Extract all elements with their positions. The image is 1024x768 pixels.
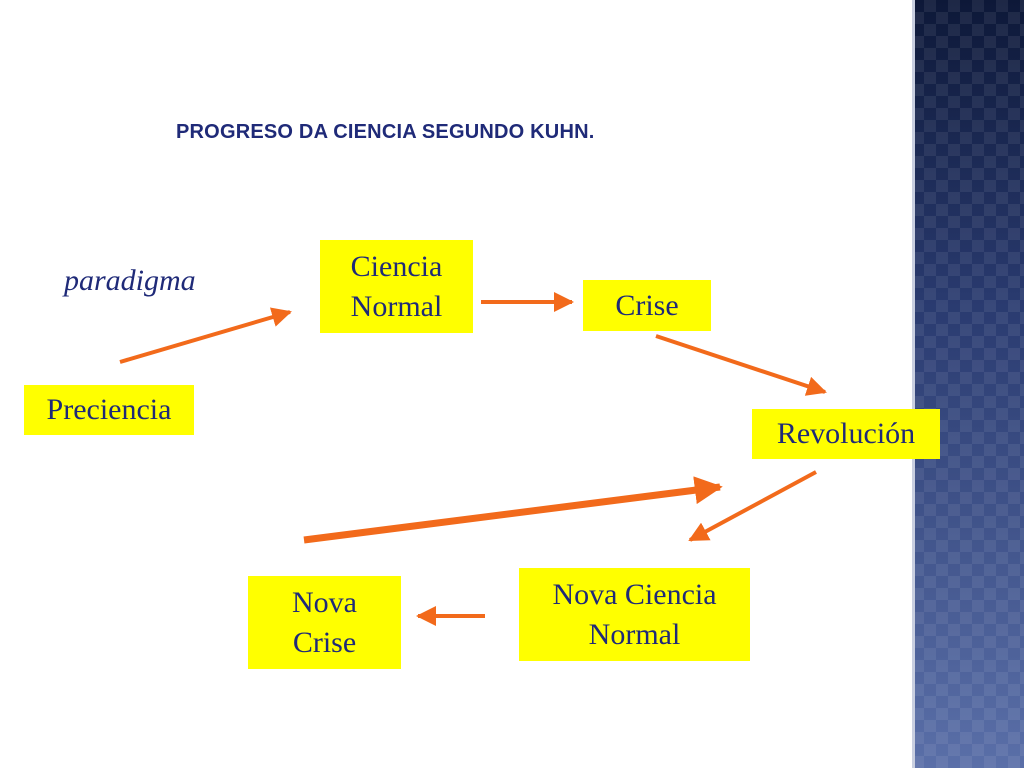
arrows-layer [119, 292, 827, 626]
box-revolucion: Revolución [752, 409, 940, 459]
arrow-preciencia-to-ciencia-normal [119, 307, 292, 364]
diagram-title: PROGRESO DA CIENCIA SEGUNDO KUHN. [176, 121, 595, 143]
box-ciencia-normal: Ciencia Normal [320, 240, 473, 333]
arrow-nova-crise-to-revolucion [303, 476, 723, 544]
box-nova-crise: Nova Crise [248, 576, 401, 669]
decorative-side-band [912, 0, 1024, 768]
arrow-revolucion-to-nova-ciencia-normal [688, 470, 817, 542]
arrow-crise-to-revolucion [655, 334, 827, 396]
box-crise: Crise [583, 280, 711, 331]
box-nova-ciencia-normal: Nova Ciencia Normal [519, 568, 750, 661]
paradigma-label: paradigma [64, 264, 196, 297]
box-preciencia: Preciencia [24, 385, 194, 435]
